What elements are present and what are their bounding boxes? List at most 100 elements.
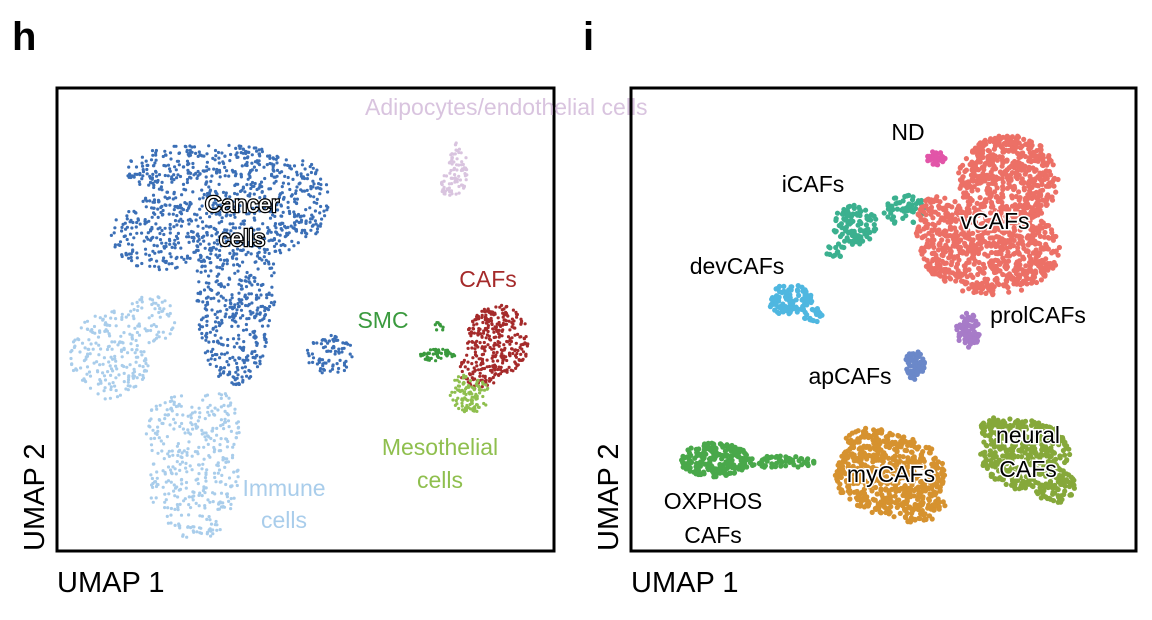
data-point bbox=[101, 371, 105, 375]
data-point bbox=[305, 177, 309, 181]
data-point bbox=[1046, 223, 1052, 229]
data-point bbox=[130, 335, 134, 340]
data-point bbox=[200, 467, 204, 471]
data-point bbox=[218, 356, 222, 360]
data-point bbox=[505, 358, 509, 363]
data-point bbox=[194, 218, 198, 222]
data-point bbox=[204, 175, 208, 179]
data-point bbox=[219, 258, 223, 262]
data-point bbox=[155, 333, 159, 337]
data-point bbox=[243, 370, 247, 374]
data-point bbox=[263, 250, 267, 254]
data-point bbox=[1018, 287, 1025, 293]
data-point bbox=[909, 375, 916, 381]
data-point bbox=[205, 231, 209, 235]
data-point bbox=[512, 326, 516, 330]
data-point bbox=[1021, 185, 1027, 191]
data-point bbox=[134, 225, 138, 229]
data-point bbox=[228, 298, 232, 302]
data-point bbox=[494, 335, 498, 339]
data-point bbox=[480, 385, 484, 389]
data-point bbox=[141, 199, 145, 203]
data-point bbox=[250, 161, 254, 165]
data-point bbox=[232, 232, 236, 236]
data-point bbox=[453, 152, 457, 156]
data-point bbox=[269, 207, 273, 211]
data-point bbox=[217, 156, 221, 160]
data-point bbox=[287, 248, 291, 252]
data-point bbox=[319, 358, 323, 362]
data-point bbox=[216, 310, 220, 314]
data-point bbox=[944, 244, 950, 250]
data-point bbox=[203, 435, 207, 439]
data-point bbox=[109, 233, 113, 237]
data-point bbox=[229, 302, 233, 306]
data-point bbox=[501, 328, 505, 332]
data-point bbox=[157, 310, 161, 315]
data-point bbox=[258, 359, 262, 363]
data-point bbox=[1041, 245, 1047, 251]
data-point bbox=[127, 210, 131, 214]
data-point bbox=[434, 359, 438, 363]
data-point bbox=[242, 198, 246, 202]
data-point bbox=[980, 423, 986, 429]
data-point bbox=[296, 241, 300, 245]
data-point bbox=[474, 360, 478, 364]
data-point bbox=[211, 491, 215, 495]
data-point bbox=[228, 195, 232, 199]
data-point bbox=[464, 387, 468, 391]
data-point bbox=[502, 354, 506, 358]
data-point bbox=[198, 197, 202, 201]
data-point bbox=[155, 244, 159, 248]
data-point bbox=[227, 276, 231, 280]
data-point bbox=[163, 195, 167, 199]
data-point bbox=[1071, 477, 1077, 483]
data-point bbox=[489, 316, 493, 320]
data-point bbox=[221, 296, 225, 300]
data-point bbox=[497, 328, 501, 332]
data-point bbox=[185, 148, 189, 152]
data-point bbox=[170, 262, 174, 266]
data-point bbox=[239, 173, 243, 177]
data-point bbox=[175, 214, 179, 218]
data-point bbox=[312, 200, 316, 204]
data-point bbox=[266, 324, 270, 328]
data-point bbox=[456, 375, 461, 379]
data-point bbox=[211, 206, 215, 210]
data-point bbox=[160, 241, 164, 245]
data-point bbox=[185, 470, 189, 474]
data-point bbox=[508, 328, 512, 332]
data-point bbox=[166, 163, 171, 167]
data-point bbox=[139, 350, 143, 354]
data-point bbox=[472, 331, 476, 335]
data-point bbox=[160, 213, 164, 217]
data-point bbox=[218, 170, 222, 174]
data-point bbox=[164, 480, 168, 484]
data-point bbox=[189, 421, 193, 425]
data-point bbox=[225, 351, 229, 355]
data-point bbox=[219, 491, 224, 495]
data-point bbox=[210, 409, 214, 413]
data-point bbox=[221, 160, 225, 164]
data-point bbox=[478, 332, 483, 336]
data-point bbox=[174, 168, 178, 172]
data-point bbox=[242, 222, 246, 226]
data-point bbox=[189, 229, 194, 234]
data-point bbox=[152, 436, 157, 440]
data-point bbox=[999, 176, 1005, 182]
data-point bbox=[991, 267, 997, 273]
data-point bbox=[242, 340, 246, 344]
data-point bbox=[284, 226, 288, 230]
data-point bbox=[484, 321, 489, 325]
data-point bbox=[326, 341, 330, 345]
data-point bbox=[211, 500, 215, 504]
data-point bbox=[154, 301, 158, 305]
data-point bbox=[962, 168, 968, 175]
data-point bbox=[190, 145, 194, 149]
data-point bbox=[200, 336, 204, 340]
xlabel-h: UMAP 1 bbox=[57, 567, 164, 599]
data-point bbox=[214, 480, 218, 484]
data-point bbox=[158, 315, 162, 319]
data-point bbox=[469, 330, 473, 334]
data-point bbox=[317, 360, 321, 364]
